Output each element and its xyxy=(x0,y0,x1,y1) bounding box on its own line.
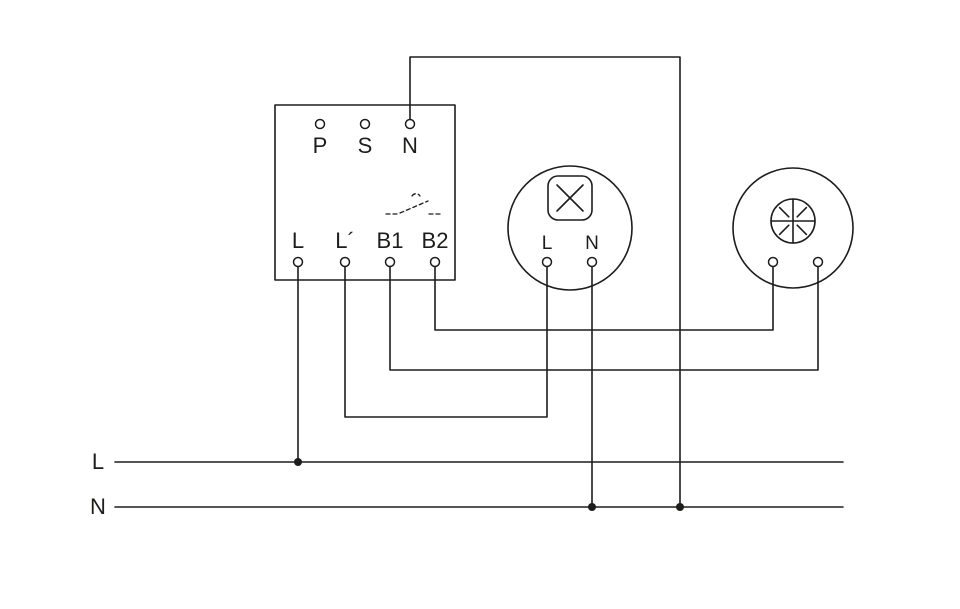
sensor-terminal-left xyxy=(767,256,779,268)
lamp-outline xyxy=(507,165,633,291)
junction-dot xyxy=(676,503,684,511)
sensor-outline xyxy=(732,167,854,289)
sensor-terminal-right xyxy=(812,256,824,268)
wires xyxy=(114,56,844,511)
sensor-icon xyxy=(770,198,816,244)
lamp-terminal-l xyxy=(541,256,553,268)
control-unit-outline xyxy=(274,104,456,281)
wire-b2-to-sensor xyxy=(434,265,774,331)
junction-dot xyxy=(588,503,596,511)
terminal-s xyxy=(359,118,371,130)
terminal-l xyxy=(292,256,304,268)
wire-b1-to-sensor xyxy=(389,265,819,371)
terminal-s-label: S xyxy=(358,133,373,158)
terminal-n xyxy=(404,118,416,130)
lamp-icon xyxy=(547,175,593,221)
terminal-lprime xyxy=(339,256,351,268)
terminal-b2 xyxy=(429,256,441,268)
terminal-n-label: N xyxy=(402,133,418,158)
lamp-terminal-n-label: N xyxy=(585,233,599,254)
wire-n-top-loop xyxy=(409,56,681,508)
wire-lprime-to-lamp xyxy=(344,265,548,418)
terminal-p-label: P xyxy=(313,133,328,158)
supply-phase-label: L xyxy=(92,449,104,474)
terminal-lprime-label: L´ xyxy=(335,228,355,253)
terminal-b1 xyxy=(384,256,396,268)
junction-dot xyxy=(294,458,302,466)
terminal-b2-label: B2 xyxy=(422,228,449,253)
terminal-p xyxy=(314,118,326,130)
supply-neutral-label: N xyxy=(90,494,106,519)
sensor-device xyxy=(732,167,854,289)
control-unit: P S N L L´ B1 B2 xyxy=(274,104,456,281)
relay-contact-icon xyxy=(385,193,442,215)
lamp-terminal-l-label: L xyxy=(542,233,553,254)
terminal-b1-label: B1 xyxy=(377,228,404,253)
lamp-terminal-n xyxy=(586,256,598,268)
terminal-l-label: L xyxy=(292,228,304,253)
control-unit-bottom-terminals: L L´ B1 B2 xyxy=(292,228,449,268)
control-unit-top-terminals: P S N xyxy=(313,118,418,158)
lamp-load: L N xyxy=(507,165,633,291)
